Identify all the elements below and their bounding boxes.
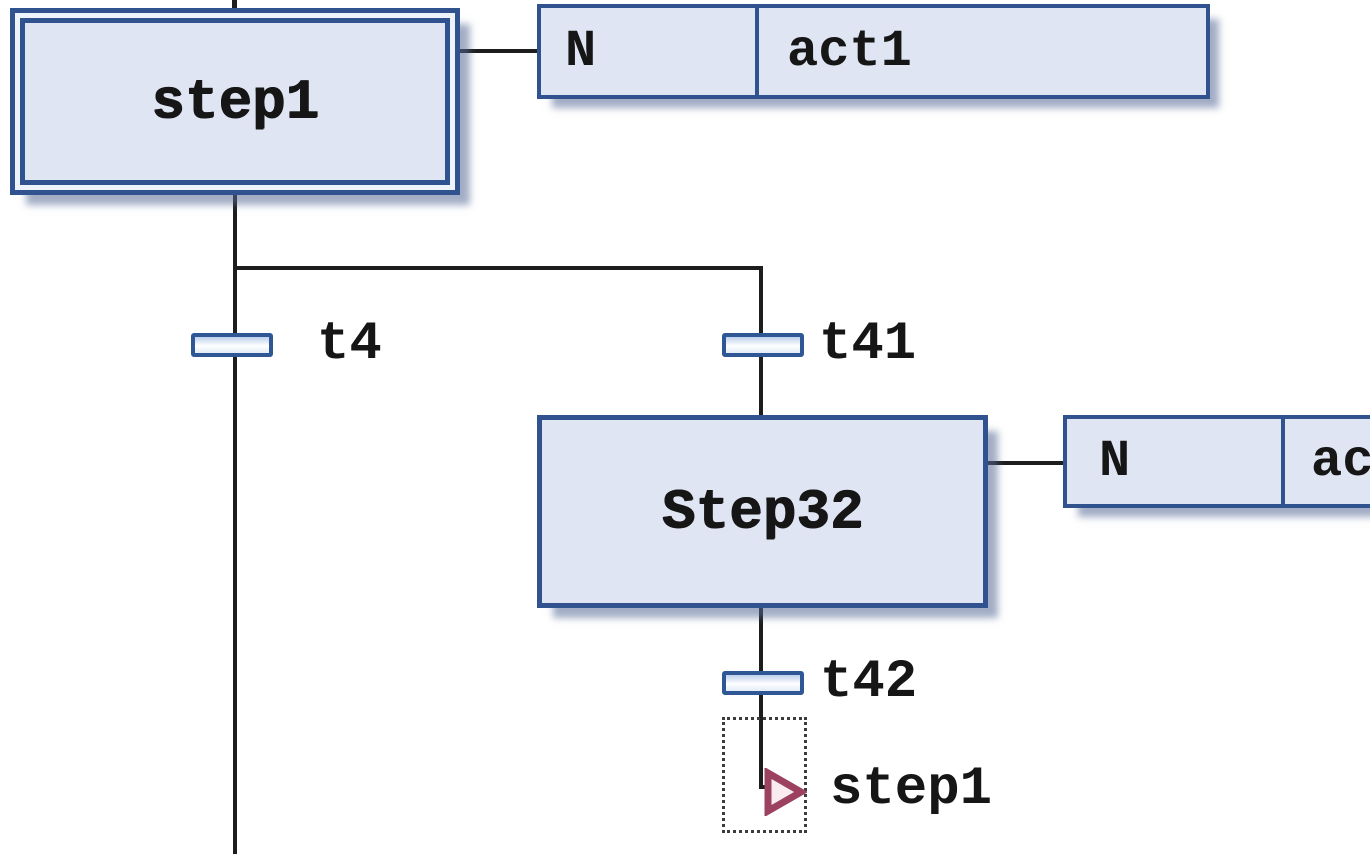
transition-label-t42[interactable]: t42 xyxy=(820,652,918,713)
step32-bottom-connector xyxy=(759,606,763,789)
action-qualifier-cell[interactable]: N xyxy=(541,8,759,95)
transition-bar-t41[interactable] xyxy=(722,333,804,357)
step-step1[interactable]: step1 xyxy=(10,8,460,195)
step32-to-action-connector xyxy=(986,461,1063,465)
action-name-cell[interactable]: ac xyxy=(1285,419,1370,504)
step-step32[interactable]: Step32 xyxy=(537,415,988,608)
action-block-step32[interactable]: N ac xyxy=(1063,415,1370,508)
transition-bar-t4[interactable] xyxy=(191,333,273,357)
jump-target-label[interactable]: step1 xyxy=(830,759,993,820)
jump-arrow-icon[interactable] xyxy=(763,768,807,816)
action-name-label: ac xyxy=(1311,432,1370,491)
incoming-connector-stub xyxy=(232,0,237,9)
action-qualifier-label: N xyxy=(1099,432,1131,491)
action-name-label: act1 xyxy=(787,22,912,81)
transition-label-t41[interactable]: t41 xyxy=(819,314,917,375)
step1-to-action-connector xyxy=(458,49,538,53)
left-branch-vertical-line xyxy=(233,268,237,854)
step-step1-label: step1 xyxy=(150,69,320,134)
step1-bottom-connector xyxy=(233,193,237,268)
action-name-cell[interactable]: act1 xyxy=(759,8,1206,95)
step-step32-label: Step32 xyxy=(661,479,864,544)
transition-bar-t42[interactable] xyxy=(722,671,804,695)
action-block-step1[interactable]: N act1 xyxy=(537,4,1210,99)
branch-horizontal-line xyxy=(233,266,763,270)
jump-selection-box xyxy=(722,717,807,833)
transition-label-t4[interactable]: t4 xyxy=(317,314,382,375)
action-qualifier-cell[interactable]: N xyxy=(1067,419,1285,504)
action-qualifier-label: N xyxy=(565,22,597,81)
